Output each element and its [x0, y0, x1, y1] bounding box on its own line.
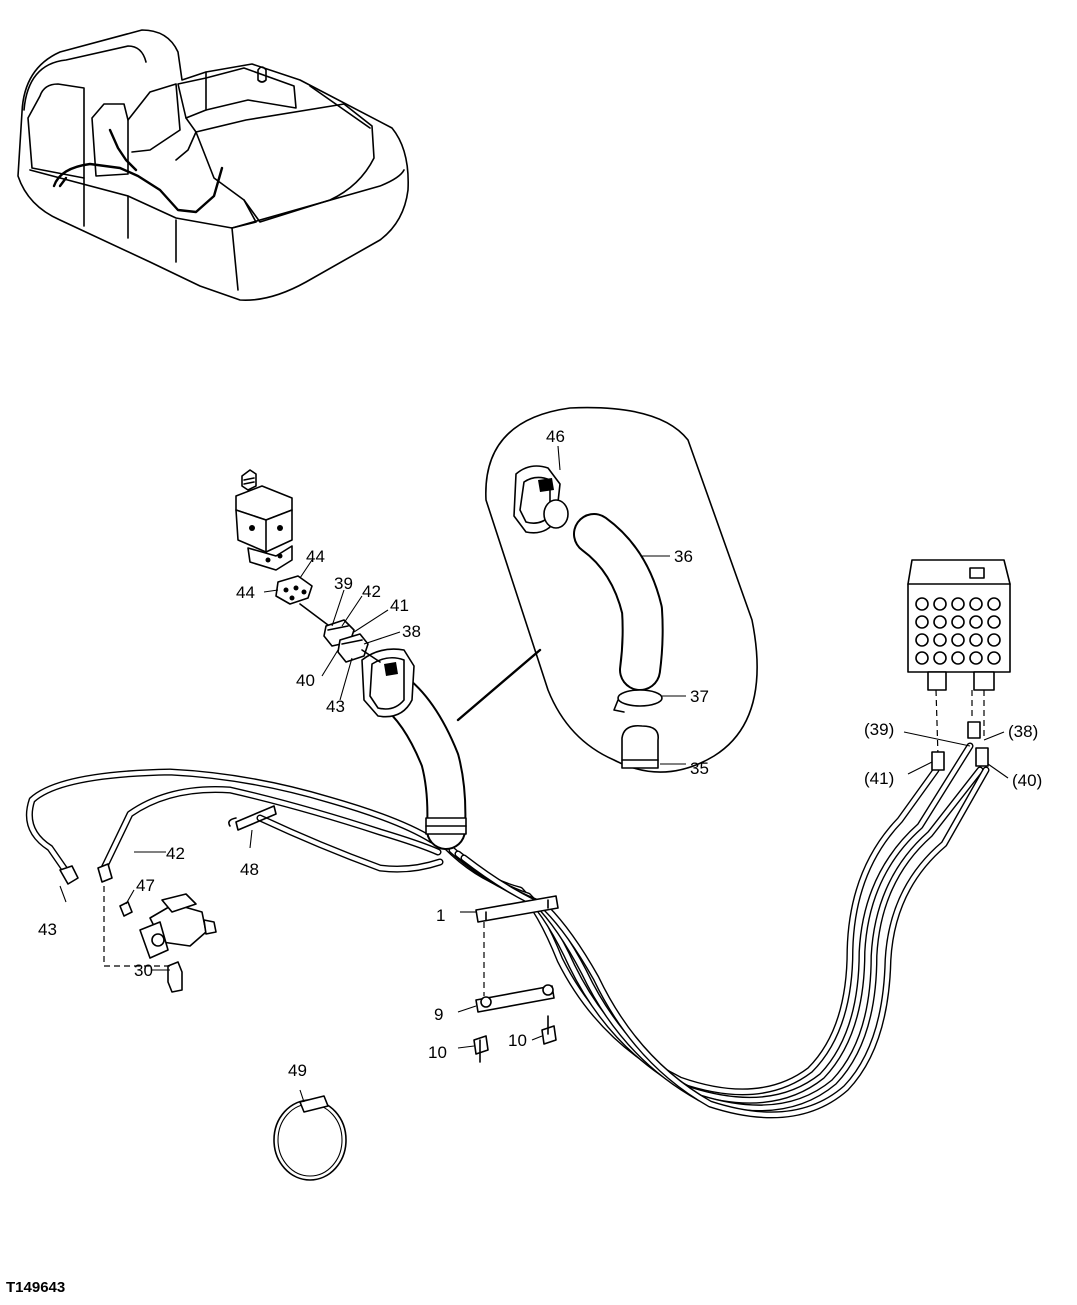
band-clamp-49 — [273, 1095, 347, 1181]
callout-47: 47 — [136, 876, 155, 895]
connector-cluster — [323, 619, 381, 663]
callout-40-ref: (40) — [1012, 771, 1042, 790]
leader-lines — [59, 445, 1009, 1103]
callout-37: 37 — [690, 687, 709, 706]
callout-48: 48 — [240, 860, 259, 879]
inset-detail — [456, 406, 758, 773]
callout-10-right: 10 — [508, 1031, 527, 1050]
grommet — [361, 648, 415, 718]
callout-46: 46 — [546, 427, 565, 446]
callout-43-upper: 43 — [326, 697, 345, 716]
hose-end-fittings — [59, 863, 113, 885]
callout-38-ref: (38) — [1008, 722, 1038, 741]
callout-41: 41 — [390, 596, 409, 615]
callout-10-left: 10 — [428, 1043, 447, 1062]
callout-42-upper: 42 — [362, 582, 381, 601]
callout-30: 30 — [134, 961, 153, 980]
callout-38: 38 — [402, 622, 421, 641]
clamp-bracket — [473, 895, 559, 1063]
callout-1: 1 — [436, 906, 445, 925]
controller-unit — [907, 559, 1011, 771]
callout-35: 35 — [690, 759, 709, 778]
callout-44-upper: 44 — [306, 547, 325, 566]
callout-43-lower: 43 — [38, 920, 57, 939]
controller-terminals — [915, 597, 1001, 665]
callout-44-lower: 44 — [236, 583, 255, 602]
callout-40: 40 — [296, 671, 315, 690]
pressure-sender — [235, 469, 293, 571]
callout-42-lower: 42 — [166, 844, 185, 863]
callout-49: 49 — [288, 1061, 307, 1080]
figure-id: T149643 — [6, 1279, 65, 1296]
pressure-switch — [103, 876, 217, 993]
callout-41-ref: (41) — [864, 769, 894, 788]
connector-44 — [275, 575, 333, 629]
callout-39-ref: (39) — [864, 720, 894, 739]
callout-39: 39 — [334, 574, 353, 593]
callout-labels: 46 36 37 35 44 44 39 42 41 38 40 43 42 4… — [38, 427, 1042, 1080]
callout-9: 9 — [434, 1005, 443, 1024]
callout-36: 36 — [674, 547, 693, 566]
strap-48 — [228, 805, 277, 831]
machine-overview — [17, 29, 409, 301]
